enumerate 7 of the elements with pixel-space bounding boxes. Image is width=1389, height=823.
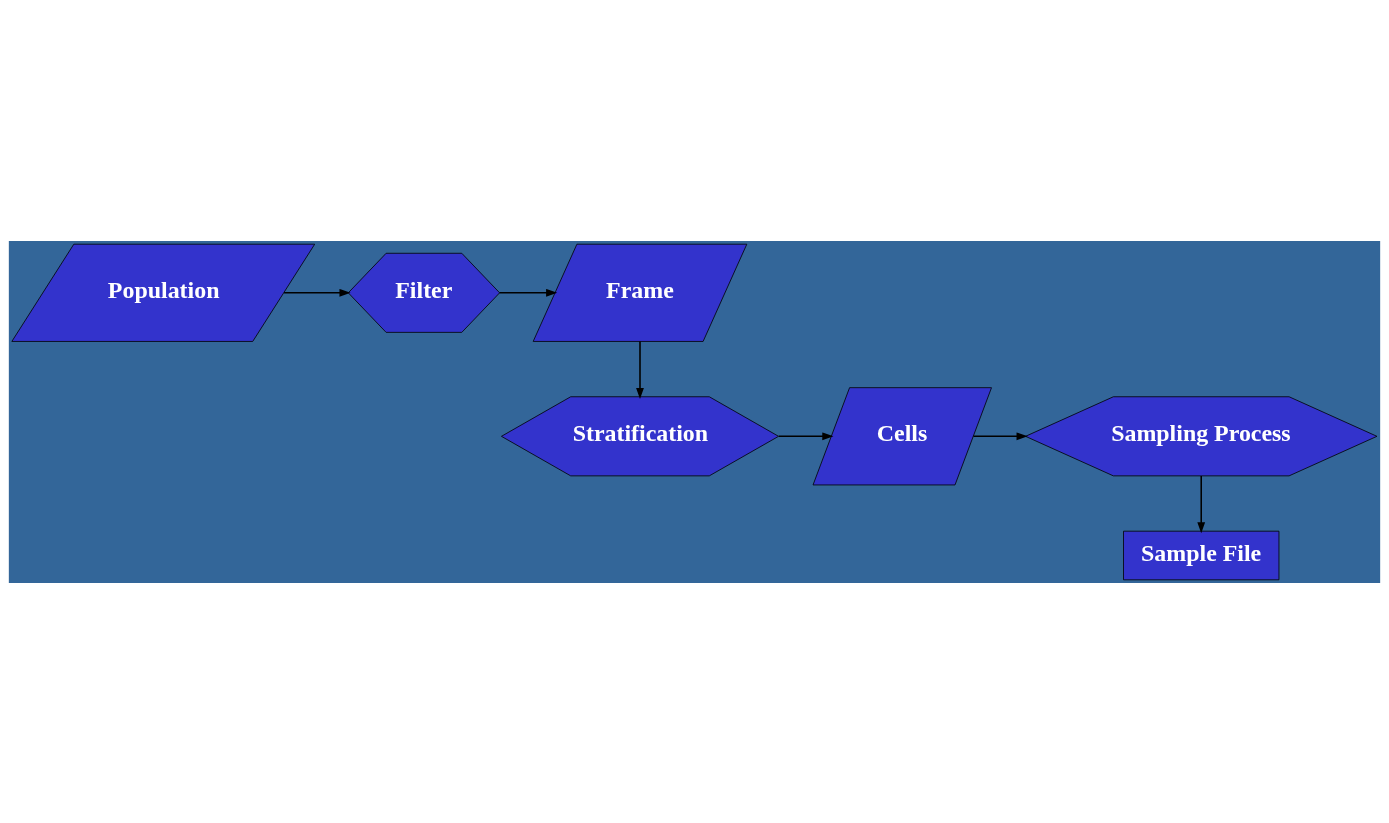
node-box: Sample File — [1123, 530, 1280, 580]
arrow — [498, 288, 558, 297]
arrow — [636, 340, 644, 399]
arrow — [283, 288, 351, 297]
arrow — [778, 431, 834, 440]
arrow — [1197, 474, 1206, 533]
arrow — [972, 431, 1028, 440]
